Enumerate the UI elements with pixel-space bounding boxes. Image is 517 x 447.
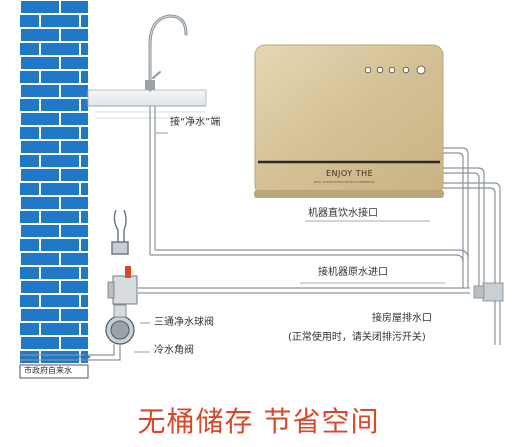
supply-hook-icon (111, 209, 129, 255)
device-tagline: REAL PURIFICATION WATER EXPERIENCE (314, 180, 375, 184)
device-button-icon (416, 65, 426, 75)
faucet-icon (145, 14, 188, 92)
label-municipal-water: 市政府自来水 (24, 366, 72, 375)
label-three-way-valve: 三通净水球阀 (154, 317, 214, 328)
label-raw-water-inlet: 接机器原水进口 (318, 267, 388, 278)
label-cold-angle-valve: 冷水角阀 (154, 345, 194, 356)
municipal-pipe (20, 344, 121, 361)
purifier-device (254, 44, 444, 198)
label-drain-port: 接房屋排水口 (372, 313, 432, 324)
device-brand: ENJOY THE (326, 169, 374, 178)
device-button-icon (364, 66, 372, 74)
label-direct-drink-port: 机器直饮水接口 (308, 208, 378, 219)
label-clean-water-outlet: 接“净水”端 (170, 117, 221, 128)
device-button-icon (402, 66, 410, 74)
footer-slogan: 无桶储存 节省空间 (137, 405, 380, 438)
device-button-icon (376, 66, 384, 74)
pipe-clean-water (149, 106, 156, 255)
angle-valve-icon (105, 304, 135, 345)
device-button-icon (388, 66, 396, 74)
pipe-network (138, 147, 501, 345)
drain-fitting-icon (473, 282, 504, 302)
brick-wall (20, 0, 88, 365)
label-drain-note: (正常使用时，请关闭排污开关) (288, 332, 426, 343)
municipal-label-box (19, 364, 89, 379)
countertop (87, 89, 207, 119)
device-button-panel (364, 65, 426, 75)
leader-lines (134, 132, 445, 353)
arrow-right-icon (60, 354, 91, 360)
tee-ball-valve-icon (107, 266, 138, 305)
